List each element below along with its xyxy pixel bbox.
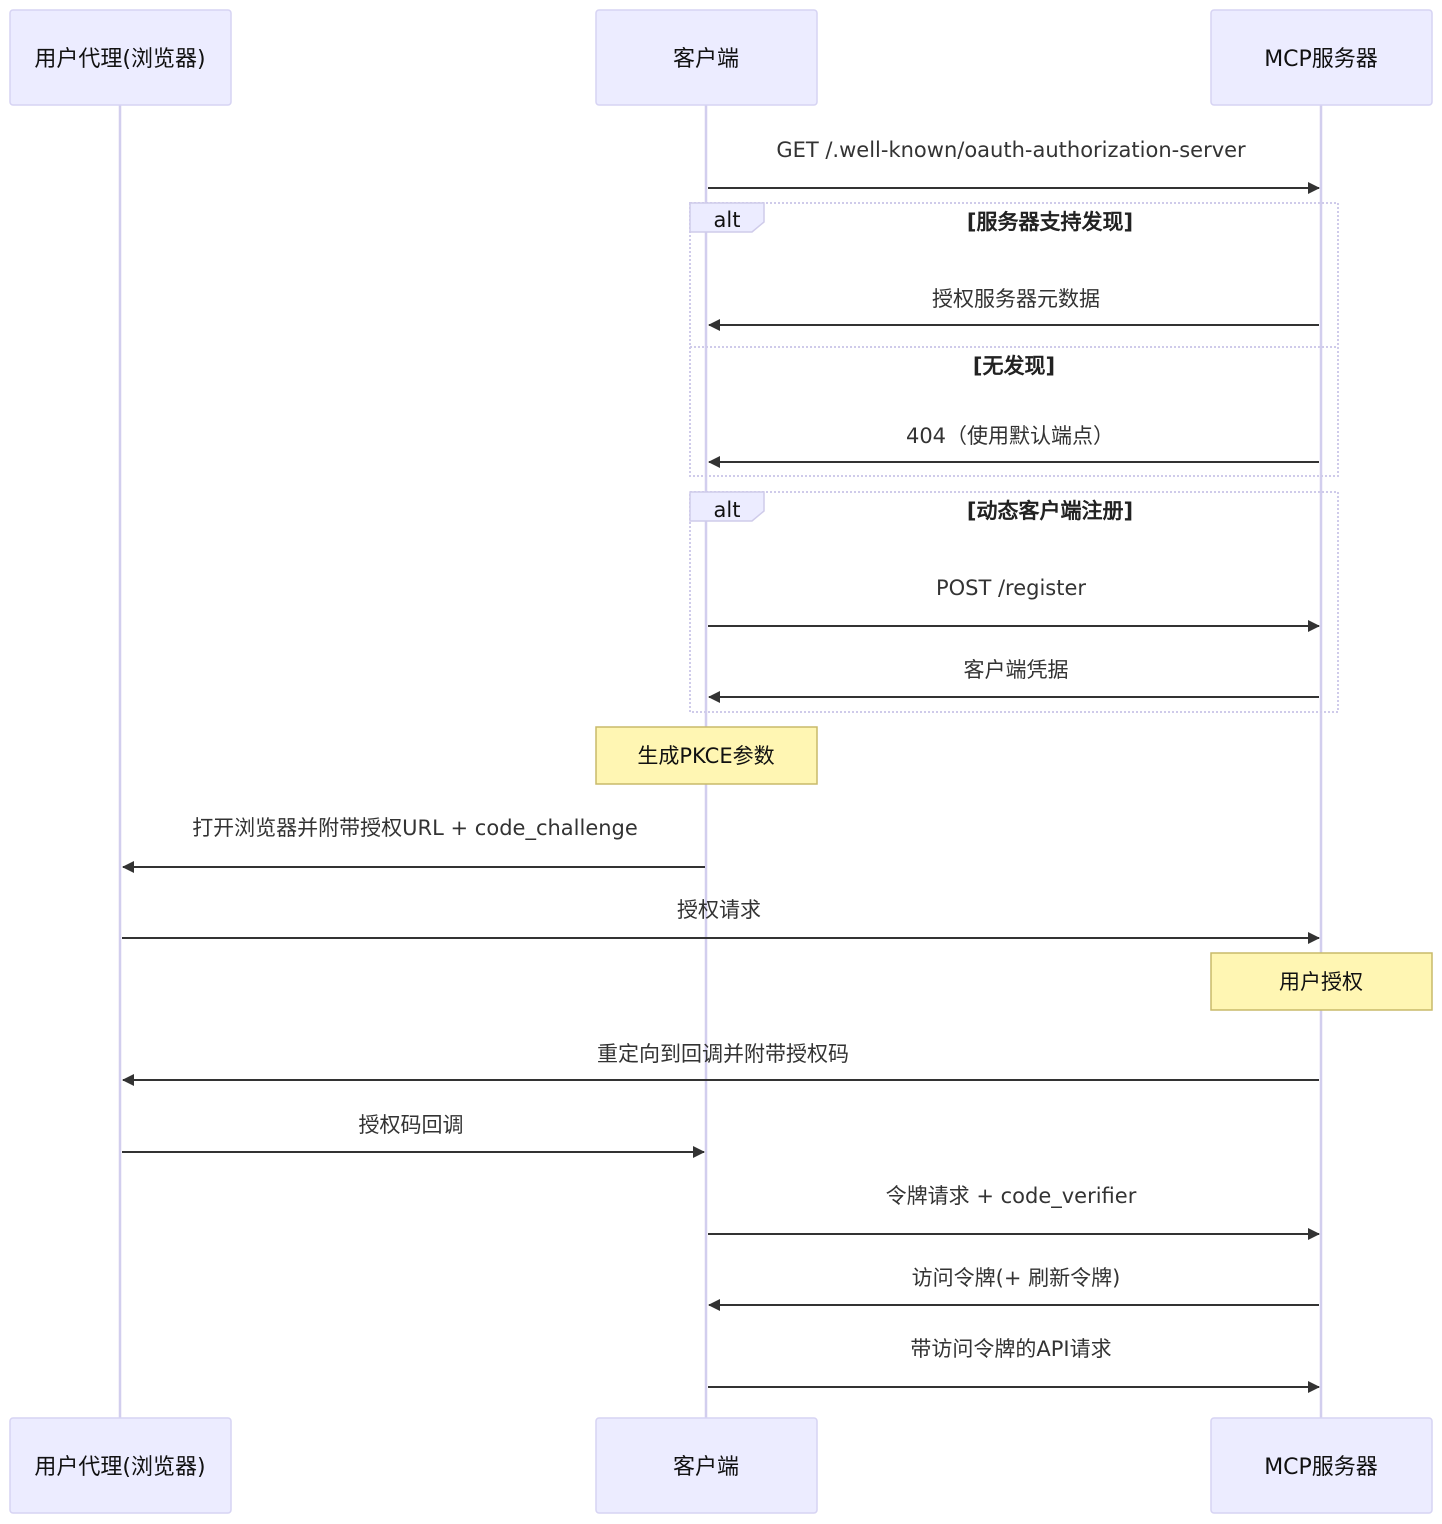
- message-label: 授权请求: [677, 898, 761, 922]
- note-generate-pkce: 生成PKCE参数: [595, 726, 818, 785]
- message-label: 令牌请求 + code_verifier: [886, 1184, 1137, 1209]
- participant-label: 用户代理(浏览器): [34, 47, 205, 72]
- message-label: 打开浏览器并附带授权URL + code_challenge: [192, 816, 638, 841]
- participant-client-bottom: 客户端: [595, 1417, 818, 1514]
- alt-frame-discovery: alt [服务器支持发现] [无发现]: [689, 202, 1339, 477]
- frame-condition: [动态客户端注册]: [967, 499, 1133, 523]
- participant-server-bottom: MCP服务器: [1210, 1417, 1433, 1514]
- frame-type-label: alt: [714, 208, 741, 232]
- message-label: GET /.well-known/oauth-authorization-ser…: [776, 138, 1246, 162]
- participant-label: MCP服务器: [1264, 1455, 1378, 1480]
- message-label: POST /register: [936, 576, 1086, 600]
- participant-browser-bottom: 用户代理(浏览器): [9, 1417, 232, 1514]
- message-label: 重定向到回调并附带授权码: [597, 1042, 849, 1066]
- participant-client-top: 客户端: [595, 9, 818, 106]
- note-text: 用户授权: [1279, 970, 1363, 994]
- frame-condition: [无发现]: [973, 354, 1055, 378]
- participant-browser-top: 用户代理(浏览器): [9, 9, 232, 106]
- message-label: 带访问令牌的API请求: [910, 1337, 1111, 1361]
- note-user-authorization: 用户授权: [1210, 952, 1433, 1011]
- message-label: 客户端凭据: [964, 658, 1069, 682]
- participant-label: 客户端: [673, 1455, 739, 1480]
- message-label: 授权码回调: [359, 1113, 464, 1137]
- message-label: 404（使用默认端点）: [906, 424, 1114, 448]
- message-label: 授权服务器元数据: [932, 287, 1100, 311]
- alt-frame-registration: alt [动态客户端注册]: [689, 491, 1339, 713]
- participant-label: 用户代理(浏览器): [34, 1455, 205, 1480]
- message-label: 访问令牌(+ 刷新令牌): [912, 1266, 1121, 1290]
- frame-condition: [服务器支持发现]: [967, 210, 1133, 234]
- participant-label: MCP服务器: [1264, 47, 1378, 72]
- participant-server-top: MCP服务器: [1210, 9, 1433, 106]
- note-text: 生成PKCE参数: [637, 744, 774, 768]
- frame-type-label: alt: [714, 498, 741, 522]
- participant-label: 客户端: [673, 47, 739, 72]
